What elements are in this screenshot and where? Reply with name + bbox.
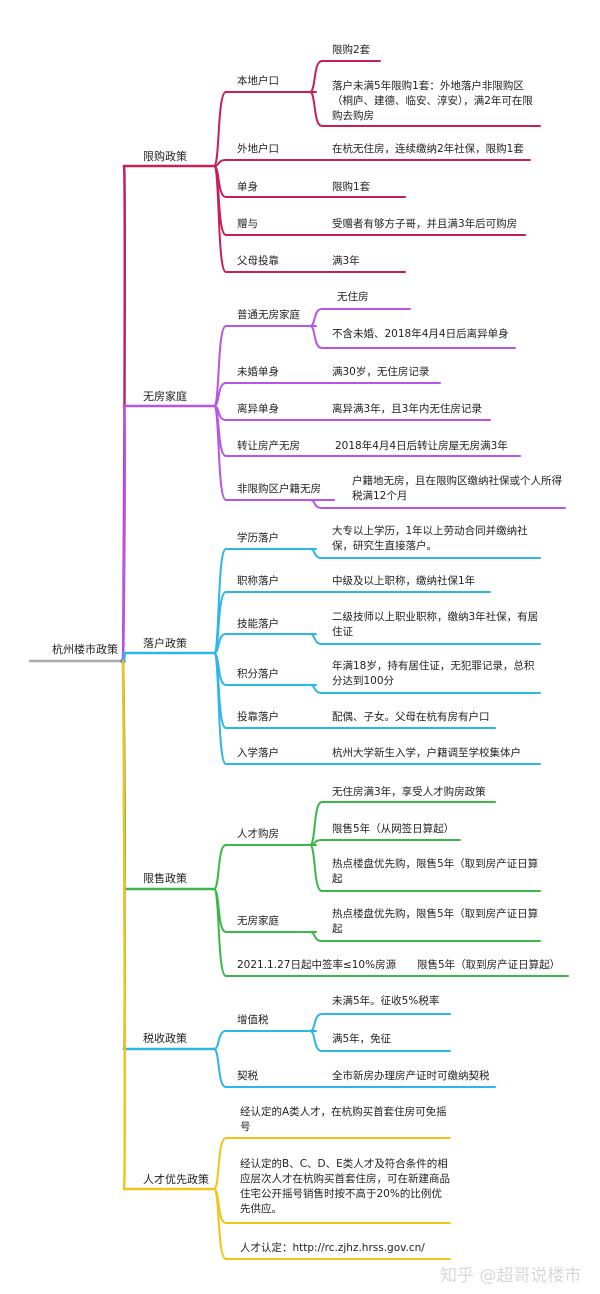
branch-limit-sell: 限售政策 (143, 872, 187, 885)
node-edu: 学历落户 (237, 532, 279, 544)
node-transfer: 转让房产无房 (237, 440, 300, 452)
node-edge-0-0-curve (213, 91, 227, 167)
leaf-edge-5-2-curve (213, 1188, 227, 1260)
node-edge-2-5-curve (213, 652, 227, 765)
leaf-edge-3-0-2-curve (309, 844, 323, 892)
node-vat: 增值税 (237, 1014, 269, 1026)
node-deed-tax: 契税 (237, 1070, 258, 1082)
node-edge-3-0-curve (213, 844, 227, 890)
leaf-edge-1-4-0-curve (309, 499, 323, 509)
leaf-edge-4-0-1-curve (309, 1030, 323, 1052)
node-gift: 赠与 (237, 218, 258, 230)
leaf-school: 杭州大学新生入学，户籍调至学校集体户 (332, 747, 521, 759)
leaf-talent-a: 经认定的A类人才，在杭购买首套住房可免摇号 (240, 1106, 447, 1133)
node-unmarried: 未婚单身 (237, 366, 279, 378)
leaf-edge-2-3-0-curve (309, 684, 323, 694)
leaf-edge-3-0-0-curve (309, 801, 323, 846)
branch-talent: 人才优先政策 (143, 1173, 209, 1186)
node-talent-buy: 人才购房 (237, 828, 279, 840)
node-edge-4-0-curve (213, 1030, 227, 1050)
node-edge-1-4-curve (213, 405, 227, 501)
leaf-skill: 二级技师以上职业职称，缴纳3年社保，有居住证 (332, 611, 539, 638)
node-skill: 技能落户 (237, 618, 279, 630)
node-single: 单身 (237, 181, 258, 193)
leaf-unmarried: 满30岁，无住房记录 (332, 366, 430, 378)
leaf-nohouse-family: 热点楼盘优先购，限售5年（取到房产证日算起 (332, 908, 539, 935)
leaf-outside: 在杭无住房，连续缴纳2年社保，限购1套 (332, 143, 524, 155)
leaf-local-2: 限购2套 (332, 44, 371, 56)
node-edge-4-1-curve (213, 1048, 227, 1088)
leaf-edge-4-0-0-curve (309, 1013, 323, 1032)
leaf-nonlimit: 户籍地无房，且在限购区缴纳社保或个人所得税满12个月 (352, 475, 562, 502)
branch-no-house: 无房家庭 (143, 390, 187, 403)
node-parents: 父母投靠 (237, 255, 279, 267)
node-divorced: 离异单身 (237, 403, 279, 415)
branch-edge-5 (121, 659, 127, 1191)
branch-tax: 税收政策 (143, 1032, 187, 1045)
leaf-nohouse-exclude: 不含未婚、2018年4月4日后离异单身 (332, 328, 509, 340)
leaf-edge-2-2-0-curve (309, 633, 323, 645)
leaf-edge-1-0-1-curve (309, 325, 323, 349)
leaf-divorced: 离异满3年，且3年内无住房记录 (332, 403, 482, 415)
leaf-edge-0-0-0-curve (309, 60, 323, 93)
node-edge-0-4-curve (213, 165, 227, 273)
leaf-title: 中级及以上职称，缴纳社保1年 (332, 575, 476, 587)
leaf-talent-3: 热点楼盘优先购，限售5年（取到房产证日算起 (332, 858, 539, 885)
leaf-reliance: 配偶、子女。父母在杭有房有户口 (332, 711, 490, 723)
leaf-talent-bcde: 经认定的B、C、D、E类人才及符合条件的相应层次人才在杭购买首套住房，可在新建商… (240, 1158, 450, 1215)
leaf-talent-url: 人才认定：http://rc.zjhz.hrss.gov.cn/ (240, 1242, 425, 1254)
leaf-edge-3-1-0-curve (309, 931, 323, 942)
leaf-edu: 大专以上学历，1年以上劳动合同并缴纳社保，研究生直接落户。 (332, 525, 528, 552)
root-node: 杭州楼市政策 (52, 643, 118, 656)
branch-limit-buy: 限购政策 (143, 150, 187, 163)
leaf-edge-5-0-curve (213, 1137, 227, 1190)
leaf-deed-tax: 全市新房办理房产证时可缴纳契税 (332, 1070, 490, 1082)
leaf-edge-2-0-0-curve (309, 548, 323, 559)
node-normal-nohouse: 普通无房家庭 (237, 309, 300, 321)
node-title: 职称落户 (237, 575, 279, 587)
leaf-local-settled: 落户未满5年限购1套：外地落户非限购区（桐庐、建德、临安、淳安），满2年可在限购… (332, 80, 533, 122)
leaf-parents: 满3年 (332, 255, 360, 267)
leaf-single: 限购1套 (332, 181, 371, 193)
leaf-talent-2: 限售5年（从网签日算起） (332, 823, 455, 835)
node-points: 积分落户 (237, 668, 279, 680)
leaf-lottery: 限售5年（取到房产证日算起） (417, 959, 561, 971)
leaf-vat-1: 未满5年。征收5%税率 (332, 995, 440, 1007)
node-nonlimit-hukou: 非限购区户籍无房 (237, 483, 321, 495)
leaf-talent-1: 无住房满3年，享受人才购房政策 (332, 786, 486, 798)
node-edge-3-2-curve (213, 888, 227, 977)
watermark: 知乎 @超哥说楼市 (440, 1266, 582, 1286)
node-outside-hukou: 外地户口 (237, 143, 279, 155)
leaf-transfer: 2018年4月4日后转让房屋无房满3年 (335, 440, 508, 452)
branch-edge-1 (121, 404, 127, 663)
node-reliance: 投靠落户 (237, 711, 279, 723)
leaf-edge-0-0-1-curve (309, 91, 323, 127)
node-nohouse-family: 无房家庭 (237, 915, 279, 927)
branch-settle: 落户政策 (143, 637, 187, 650)
leaf-edge-1-0-0-curve (309, 308, 323, 327)
node-school: 入学落户 (237, 747, 279, 759)
leaf-gift: 受赠者有够方子哥，并且满3年后可购房 (332, 218, 518, 230)
leaf-nohouse: 无住房 (337, 291, 369, 303)
node-local-hukou: 本地户口 (237, 75, 279, 87)
leaf-points: 年满18岁，持有居住证，无犯罪记录，总积分达到100分 (332, 660, 535, 687)
node-lottery: 2021.1.27日起中签率≤10%房源 (237, 959, 397, 971)
leaf-vat-2: 满5年，免征 (332, 1033, 392, 1045)
